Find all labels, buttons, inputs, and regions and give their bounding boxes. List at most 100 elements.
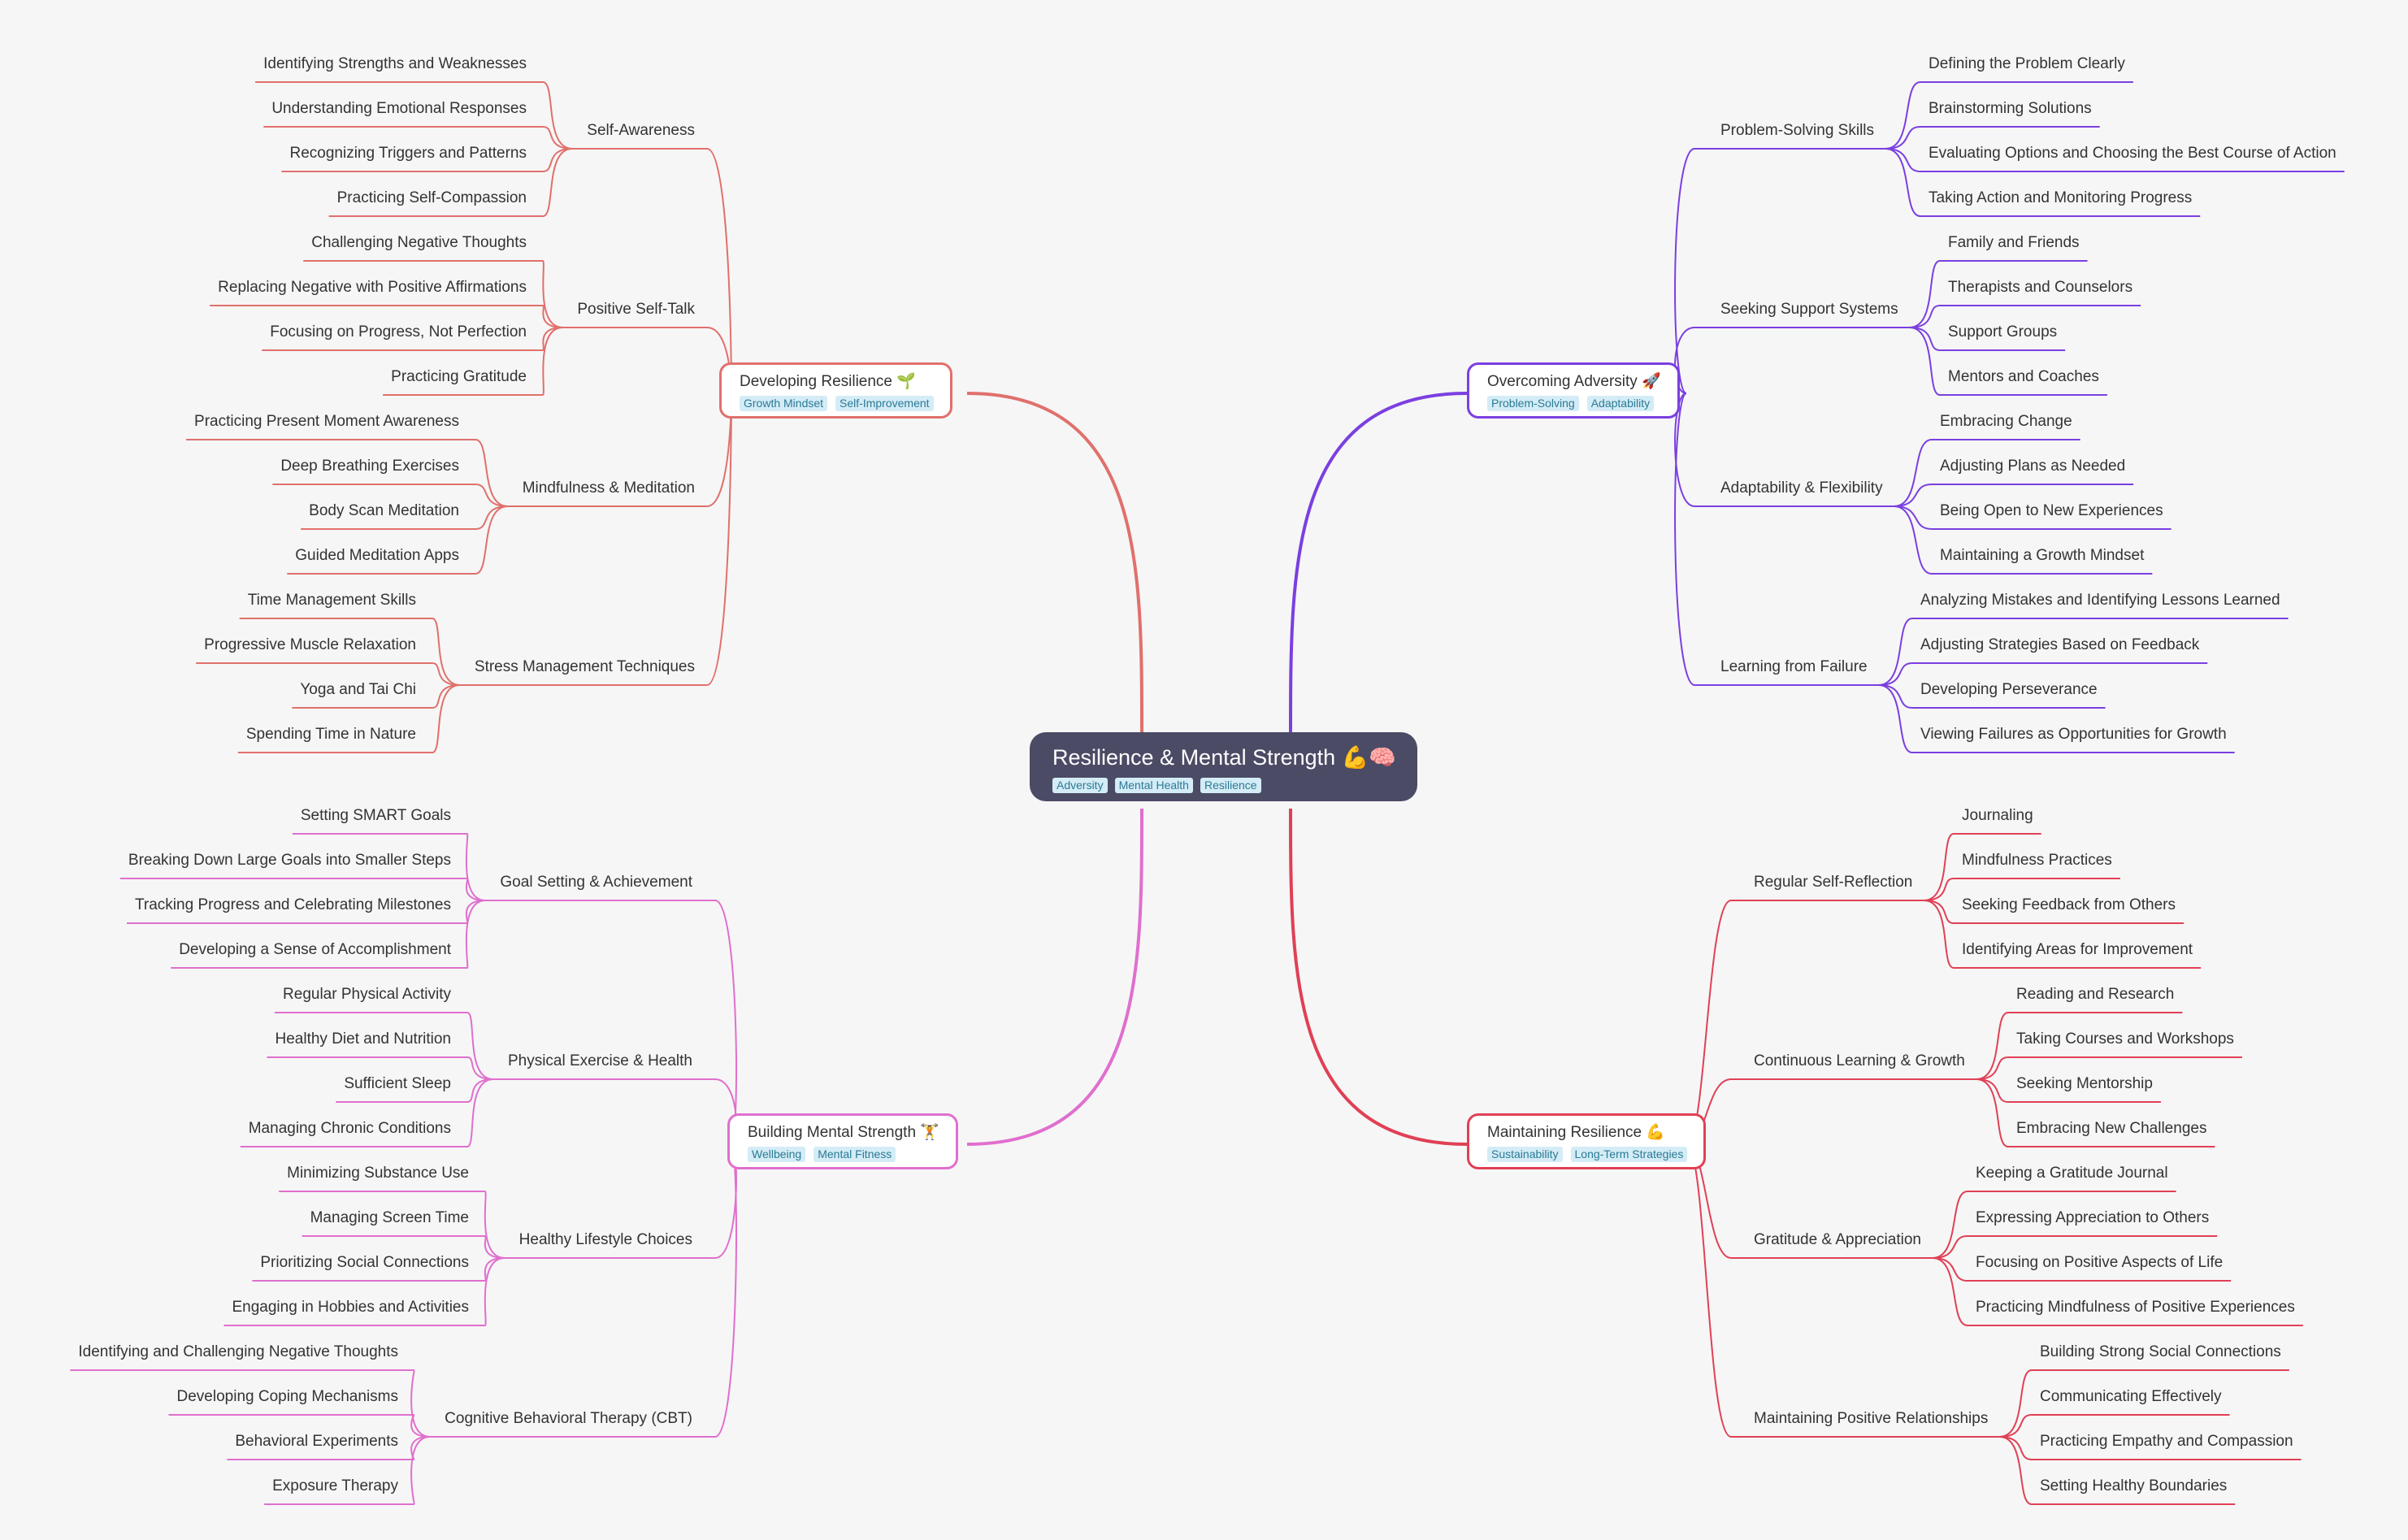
- subtopic-label[interactable]: Physical Exercise & Health: [507, 1052, 692, 1069]
- branch-developing-resilience[interactable]: Developing Resilience 🌱 Growth Mindset S…: [719, 362, 952, 419]
- leaf-topic-label[interactable]: Being Open to New Experiences: [1940, 502, 2163, 519]
- subtopic-label[interactable]: Adaptability & Flexibility: [1720, 479, 1883, 497]
- leaf-topic-label[interactable]: Reading and Research: [2016, 986, 2175, 1003]
- leaf-topic-label[interactable]: Focusing on Positive Aspects of Life: [1976, 1254, 2224, 1271]
- leaf-topic-label[interactable]: Developing a Sense of Accomplishment: [179, 941, 451, 958]
- branch-building-mental-strength[interactable]: Building Mental Strength 🏋️ Wellbeing Me…: [727, 1113, 958, 1169]
- subtopic-label[interactable]: Learning from Failure: [1720, 658, 1868, 675]
- leaf-topic-label[interactable]: Setting SMART Goals: [300, 807, 451, 824]
- subtopic-label[interactable]: Goal Setting & Achievement: [500, 874, 692, 891]
- leaf-topic-label[interactable]: Maintaining a Growth Mindset: [1940, 547, 2145, 564]
- leaf-topic-label[interactable]: Identifying Strengths and Weaknesses: [263, 55, 527, 72]
- leaf-topic-label[interactable]: Sufficient Sleep: [344, 1075, 451, 1092]
- leaf-topic-label[interactable]: Body Scan Meditation: [309, 502, 459, 519]
- branch-title: Maintaining Resilience 💪: [1487, 1124, 1666, 1141]
- leaf-topic-label[interactable]: Focusing on Progress, Not Perfection: [270, 323, 527, 341]
- central-topic-title: Resilience & Mental Strength 💪🧠: [1052, 745, 1396, 770]
- leaf-topic-label[interactable]: Analyzing Mistakes and Identifying Lesso…: [1920, 592, 2280, 609]
- leaf-topic-label[interactable]: Yoga and Tai Chi: [300, 681, 416, 698]
- leaf-topic-label[interactable]: Guided Meditation Apps: [295, 547, 459, 564]
- leaf-topic-label[interactable]: Embracing New Challenges: [2016, 1120, 2207, 1137]
- subtopic-label[interactable]: Self-Awareness: [587, 122, 695, 139]
- leaf-topic-label[interactable]: Family and Friends: [1948, 234, 2080, 251]
- leaf-topic-label[interactable]: Practicing Gratitude: [391, 368, 527, 385]
- leaf-topic-label[interactable]: Healthy Diet and Nutrition: [275, 1030, 452, 1048]
- subtopic-label[interactable]: Mindfulness & Meditation: [522, 479, 695, 497]
- leaf-topic-label[interactable]: Replacing Negative with Positive Affirma…: [218, 279, 527, 296]
- leaf-topic-label[interactable]: Breaking Down Large Goals into Smaller S…: [128, 852, 451, 869]
- leaf-topic-label[interactable]: Adjusting Plans as Needed: [1940, 458, 2126, 475]
- leaf-topic-label[interactable]: Taking Action and Monitoring Progress: [1929, 189, 2193, 206]
- leaf-topic-label[interactable]: Mindfulness Practices: [1962, 852, 2112, 869]
- branch-title: Overcoming Adversity 🚀: [1487, 373, 1661, 390]
- leaf-topic-label[interactable]: Challenging Negative Thoughts: [311, 234, 527, 251]
- leaf-topic-label[interactable]: Identifying and Challenging Negative Tho…: [78, 1343, 398, 1360]
- leaf-topic-label[interactable]: Minimizing Substance Use: [287, 1165, 469, 1182]
- subtopic-label[interactable]: Positive Self-Talk: [577, 301, 695, 318]
- branch-tag: Self-Improvement: [835, 396, 934, 411]
- leaf-topic-label[interactable]: Therapists and Counselors: [1948, 279, 2133, 296]
- leaf-topic-label[interactable]: Communicating Effectively: [2040, 1388, 2222, 1405]
- branch-tag: Wellbeing: [748, 1147, 806, 1162]
- subtopic-label[interactable]: Stress Management Techniques: [474, 658, 695, 675]
- branch-tag: Sustainability: [1487, 1147, 1563, 1162]
- leaf-topic-label[interactable]: Identifying Areas for Improvement: [1962, 941, 2193, 958]
- leaf-topic-label[interactable]: Seeking Feedback from Others: [1962, 896, 2176, 913]
- leaf-topic-label[interactable]: Engaging in Hobbies and Activities: [232, 1299, 469, 1316]
- leaf-topic-label[interactable]: Exposure Therapy: [272, 1477, 398, 1494]
- branch-tag: Growth Mindset: [740, 396, 828, 411]
- leaf-topic-label[interactable]: Practicing Mindfulness of Positive Exper…: [1976, 1299, 2295, 1316]
- leaf-topic-label[interactable]: Support Groups: [1948, 323, 2058, 341]
- leaf-topic-label[interactable]: Developing Perseverance: [1920, 681, 2098, 698]
- leaf-topic-label[interactable]: Managing Screen Time: [310, 1209, 469, 1226]
- central-topic[interactable]: Resilience & Mental Strength 💪🧠 Adversit…: [1030, 732, 1417, 801]
- subtopic-label[interactable]: Cognitive Behavioral Therapy (CBT): [445, 1410, 692, 1427]
- leaf-topic-label[interactable]: Defining the Problem Clearly: [1929, 55, 2125, 72]
- subtopic-label[interactable]: Continuous Learning & Growth: [1754, 1052, 1965, 1069]
- branch-title: Building Mental Strength 🏋️: [748, 1124, 939, 1141]
- subtopic-label[interactable]: Maintaining Positive Relationships: [1754, 1410, 1989, 1427]
- leaf-topic-label[interactable]: Time Management Skills: [247, 592, 416, 609]
- leaf-topic-label[interactable]: Behavioral Experiments: [235, 1433, 398, 1450]
- leaf-topic-label[interactable]: Tracking Progress and Celebrating Milest…: [135, 896, 451, 913]
- leaf-topic-label[interactable]: Practicing Present Moment Awareness: [194, 413, 459, 430]
- leaf-topic-label[interactable]: Practicing Self-Compassion: [336, 189, 527, 206]
- leaf-topic-label[interactable]: Keeping a Gratitude Journal: [1976, 1165, 2168, 1182]
- branch-maintaining-resilience[interactable]: Maintaining Resilience 💪 Sustainability …: [1467, 1113, 1707, 1169]
- leaf-topic-label[interactable]: Progressive Muscle Relaxation: [204, 636, 416, 653]
- leaf-topic-label[interactable]: Practicing Empathy and Compassion: [2040, 1433, 2293, 1450]
- leaf-topic-label[interactable]: Prioritizing Social Connections: [260, 1254, 469, 1271]
- leaf-topic-label[interactable]: Viewing Failures as Opportunities for Gr…: [1920, 726, 2227, 743]
- leaf-topic-label[interactable]: Seeking Mentorship: [2016, 1075, 2153, 1092]
- subtopic-label[interactable]: Gratitude & Appreciation: [1754, 1231, 1921, 1248]
- central-tag-adversity: Adversity: [1052, 778, 1108, 793]
- leaf-topic-label[interactable]: Spending Time in Nature: [245, 726, 416, 743]
- leaf-topic-label[interactable]: Developing Coping Mechanisms: [176, 1388, 398, 1405]
- central-tag-mental-health: Mental Health: [1114, 778, 1193, 793]
- subtopic-label[interactable]: Problem-Solving Skills: [1720, 122, 1875, 139]
- leaf-topic-label[interactable]: Embracing Change: [1940, 413, 2072, 430]
- leaf-topic-label[interactable]: Setting Healthy Boundaries: [2040, 1477, 2228, 1494]
- subtopic-label[interactable]: Regular Self-Reflection: [1754, 874, 1913, 891]
- leaf-topic-label[interactable]: Managing Chronic Conditions: [248, 1120, 451, 1137]
- branch-tag: Problem-Solving: [1487, 396, 1579, 411]
- leaf-topic-label[interactable]: Building Strong Social Connections: [2040, 1343, 2281, 1360]
- leaf-topic-label[interactable]: Deep Breathing Exercises: [280, 458, 459, 475]
- branch-title: Developing Resilience 🌱: [740, 373, 916, 390]
- leaf-topic-label[interactable]: Regular Physical Activity: [283, 986, 451, 1003]
- leaf-topic-label[interactable]: Recognizing Triggers and Patterns: [289, 145, 527, 162]
- subtopic-label[interactable]: Seeking Support Systems: [1720, 301, 1898, 318]
- branch-tag: Long-Term Strategies: [1570, 1147, 1688, 1162]
- branch-overcoming-adversity[interactable]: Overcoming Adversity 🚀 Problem-Solving A…: [1467, 362, 1680, 419]
- subtopic-label[interactable]: Healthy Lifestyle Choices: [518, 1231, 692, 1248]
- leaf-topic-label[interactable]: Expressing Appreciation to Others: [1976, 1209, 2210, 1226]
- leaf-topic-label[interactable]: Taking Courses and Workshops: [2016, 1030, 2234, 1048]
- leaf-topic-label[interactable]: Journaling: [1962, 807, 2033, 824]
- leaf-topic-label[interactable]: Understanding Emotional Responses: [271, 100, 527, 117]
- leaf-topic-label[interactable]: Brainstorming Solutions: [1929, 100, 2092, 117]
- leaf-topic-label[interactable]: Adjusting Strategies Based on Feedback: [1920, 636, 2200, 653]
- leaf-topic-label[interactable]: Mentors and Coaches: [1948, 368, 2099, 385]
- branch-tag: Adaptability: [1586, 396, 1655, 411]
- leaf-topic-label[interactable]: Evaluating Options and Choosing the Best…: [1929, 145, 2336, 162]
